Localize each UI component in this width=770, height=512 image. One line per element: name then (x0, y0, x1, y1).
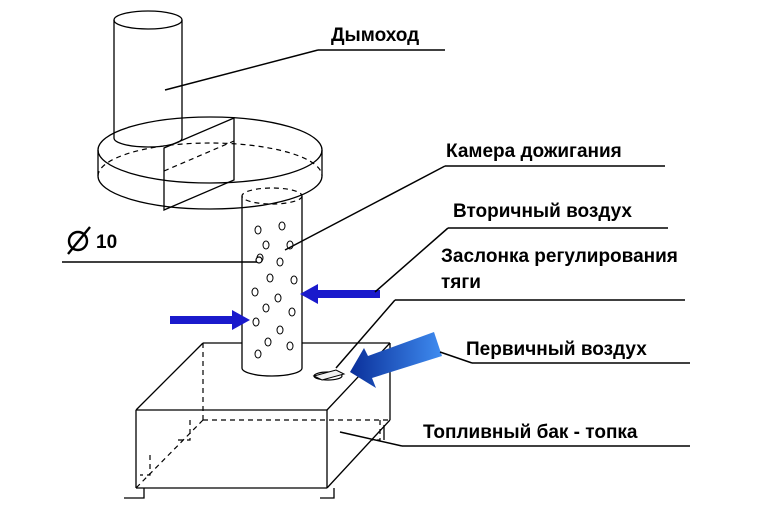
hole-marker (255, 256, 263, 264)
air-holes (251, 221, 298, 359)
label-fuel-tank: Топливный бак - топка (423, 422, 638, 443)
label-damper-line2: тяги (441, 272, 481, 293)
leader-primary-air (439, 351, 473, 364)
leader-secondary-air (374, 227, 449, 293)
diameter-icon (67, 226, 91, 255)
label-chimney: Дымоход (331, 25, 419, 46)
chimney-pipe (113, 10, 183, 148)
leader-fuel-tank (339, 431, 403, 447)
primary-air-arrow (350, 332, 442, 388)
perforated-tube (241, 187, 303, 377)
leader-chimney (164, 49, 319, 91)
label-damper-line1: Заслонка регулирования (441, 246, 678, 267)
secondary-air-arrow-right (300, 284, 380, 304)
damper-plate (312, 369, 346, 381)
label-primary-air: Первичный воздух (466, 339, 647, 360)
label-hole-diameter: 10 (96, 232, 117, 253)
secondary-air-arrow-left (170, 310, 250, 330)
fuel-tank-box (124, 342, 391, 499)
leader-afterburner (284, 165, 446, 251)
afterburner-chamber (97, 116, 323, 211)
label-secondary-air: Вторичный воздух (453, 201, 632, 222)
label-afterburner: Камера дожигания (446, 141, 622, 162)
leader-damper (335, 299, 396, 369)
